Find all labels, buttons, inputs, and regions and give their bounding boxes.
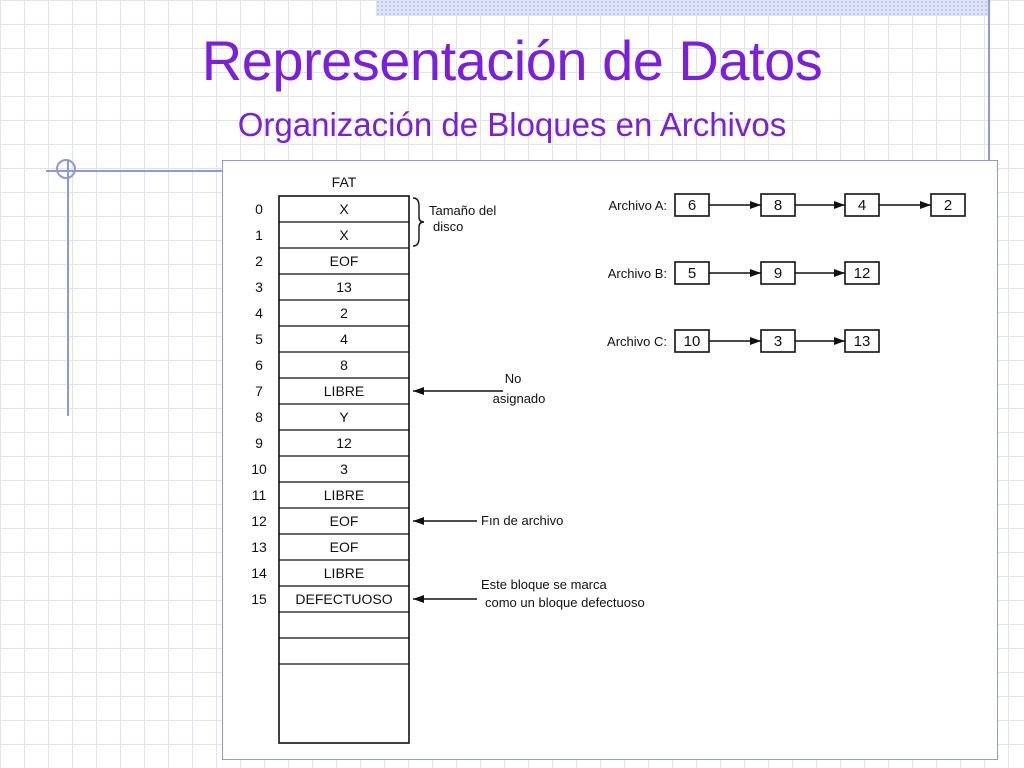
fat-row-index: 8	[255, 409, 263, 425]
fat-row-value: X	[339, 201, 349, 217]
disk-size-label: Tamaño del	[429, 203, 496, 218]
fat-row-value: LIBRE	[324, 383, 364, 399]
fat-row-value: X	[339, 227, 349, 243]
fat-row-index: 12	[251, 513, 267, 529]
not-assigned-label: asignado	[493, 391, 546, 406]
fat-row-value: LIBRE	[324, 487, 364, 503]
file-label: Archivo C:	[607, 334, 667, 349]
fat-row-value: EOF	[330, 539, 359, 555]
end-of-file-arrow-head	[413, 517, 424, 525]
fat-table-outline	[278, 195, 410, 744]
file-block-number: 3	[774, 333, 782, 350]
file-block-box	[844, 329, 880, 353]
fat-row-index: 5	[255, 331, 263, 347]
end-of-file-label: Fın de archivo	[481, 513, 563, 528]
fat-row-index: 7	[255, 383, 263, 399]
disk-size-brace	[412, 197, 425, 247]
fat-row-index: 11	[252, 487, 267, 503]
file-chain-arrow-head	[834, 269, 845, 277]
fat-row-value: Y	[339, 409, 349, 425]
file-block-number: 5	[688, 265, 696, 282]
fat-row-index: 4	[255, 305, 263, 321]
slide-subtitle: Organización de Bloques en Archivos	[237, 106, 787, 143]
file-chain-arrow-head	[834, 337, 845, 345]
defective-label: como un bloque defectuoso	[485, 595, 645, 610]
file-block-box	[930, 193, 966, 217]
file-block-number: 8	[774, 197, 782, 214]
fat-row-index: 15	[251, 591, 267, 607]
file-label: Archivo A:	[608, 198, 667, 213]
fat-row-index: 2	[255, 253, 263, 269]
file-chain-arrow-head	[834, 201, 845, 209]
decor-line-left	[67, 160, 69, 416]
fat-row-value: 4	[340, 331, 348, 347]
not-assigned-label: No	[505, 371, 522, 386]
defective-label: Este bloque se marca	[481, 577, 608, 592]
fat-row-index: 3	[255, 279, 263, 295]
file-block-number: 10	[684, 333, 701, 350]
file-chain-arrow-head	[750, 269, 761, 277]
slide-title: Representación de Datos	[201, 29, 823, 92]
fat-row-index: 9	[255, 435, 263, 451]
file-block-number: 13	[854, 333, 871, 350]
disk-size-label: disco	[433, 219, 463, 234]
fat-row-value: EOF	[330, 513, 359, 529]
decor-line-horizontal	[46, 170, 226, 172]
file-block-number: 2	[944, 197, 952, 214]
decor-line-right	[988, 0, 990, 160]
fat-row-index: 1	[255, 227, 263, 243]
fat-row-value: LIBRE	[324, 565, 364, 581]
not-assigned-arrow-head	[413, 387, 424, 395]
fat-row-value: EOF	[330, 253, 359, 269]
fat-row-index: 13	[251, 539, 267, 555]
fat-row-value: 2	[340, 305, 348, 321]
fat-row-value: DEFECTUOSO	[295, 591, 392, 607]
defective-arrow-head	[413, 595, 424, 603]
fat-header: FAT	[332, 174, 357, 190]
fat-row-index: 6	[255, 357, 263, 373]
fat-row-value: 3	[340, 461, 348, 477]
fat-row-value: 13	[336, 279, 352, 295]
fat-row-value: 8	[340, 357, 348, 373]
file-chain-arrow-head	[920, 201, 931, 209]
file-label: Archivo B:	[608, 266, 667, 281]
fat-row-value: 12	[336, 435, 352, 451]
file-block-number: 12	[854, 265, 871, 282]
file-block-box	[844, 261, 880, 285]
file-block-number: 4	[858, 197, 866, 214]
file-block-number: 6	[688, 197, 696, 214]
fat-row-index: 0	[255, 201, 263, 217]
top-decor-band	[376, 0, 988, 16]
file-chain-arrow-head	[750, 337, 761, 345]
file-block-number: 9	[774, 265, 782, 282]
fat-row-index: 10	[251, 461, 267, 477]
fat-row-index: 14	[251, 565, 267, 581]
file-chain-arrow-head	[750, 201, 761, 209]
decor-circle	[56, 159, 76, 179]
